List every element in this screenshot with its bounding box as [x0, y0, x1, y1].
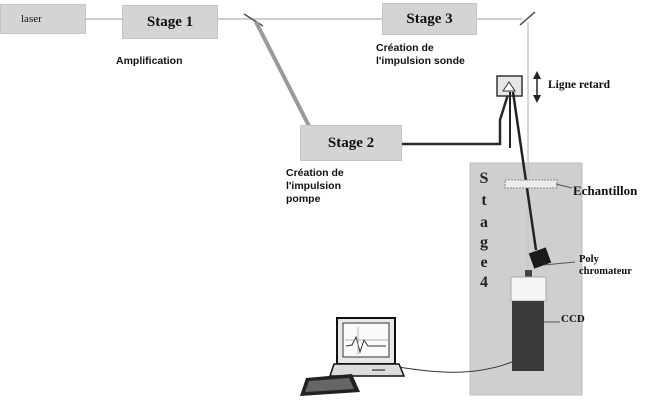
stage2-box: Stage 2: [300, 125, 402, 161]
fiber-probe: [511, 91, 538, 251]
detector-head: [528, 247, 552, 269]
probe-line-2: l'impulsion sonde: [376, 55, 465, 67]
probe-line-1: Création de: [376, 42, 434, 54]
laser-box: laser: [0, 4, 86, 34]
cable: [391, 361, 513, 373]
pump-line-1: Création de: [286, 167, 344, 179]
pump-line-3: pompe: [286, 193, 321, 205]
beam-stage2-delay: [402, 87, 512, 146]
polychromator: [510, 276, 547, 302]
poly-line-2: chromateur: [579, 266, 632, 277]
mirror-2: [519, 11, 536, 26]
stage4-letter-s: S: [479, 170, 489, 187]
stage4-letter-g: g: [480, 234, 488, 251]
poly-line-1: Poly: [579, 254, 599, 265]
polychromator-label: Poly chromateur: [579, 254, 632, 278]
probe-creation-label: Création de l'impulsion sonde: [376, 42, 465, 68]
stage4-letter-a: a: [480, 214, 488, 231]
stage1-box: Stage 1: [122, 5, 218, 39]
sample: [504, 179, 558, 189]
beam-mirror-stage2: [254, 21, 312, 129]
pump-creation-label: Création de l'impulsion pompe: [286, 167, 344, 206]
sample-label: Echantillon: [573, 183, 638, 198]
ccd-block: [512, 301, 544, 371]
computer: [300, 317, 406, 396]
amplification-label: Amplification: [116, 55, 183, 67]
mirror-1: [243, 13, 264, 27]
stage4-digit-4: 4: [480, 274, 488, 291]
stage4-letter-e: e: [480, 254, 488, 271]
stage3-box: Stage 3: [382, 3, 477, 35]
ccd-label: CCD: [561, 313, 585, 325]
stage4-letter-t: t: [481, 192, 487, 209]
pump-line-2: l'impulsion: [286, 180, 341, 192]
delay-line-label: Ligne retard: [548, 79, 611, 91]
